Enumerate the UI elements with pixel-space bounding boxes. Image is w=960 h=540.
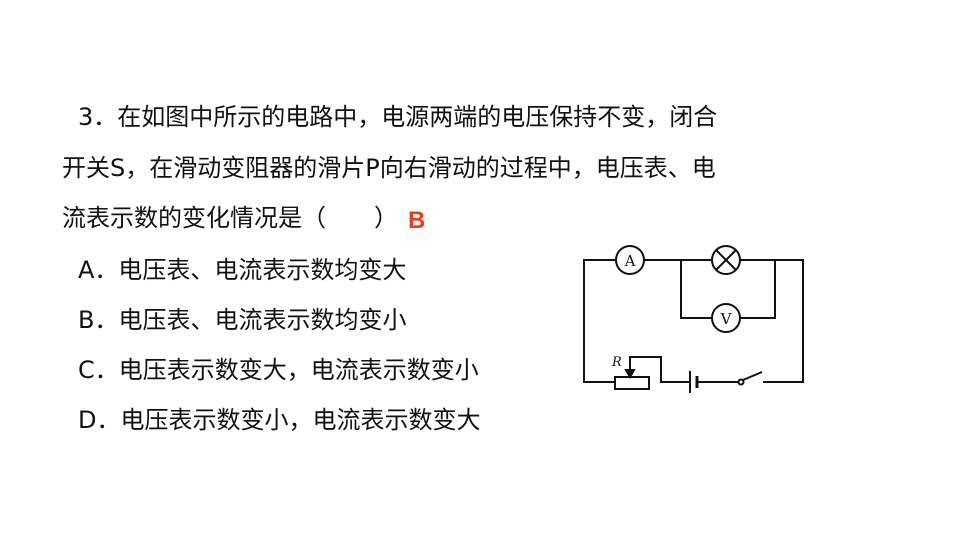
ammeter-icon — [615, 245, 645, 275]
option-d: D．电压表示数变小，电流表示数变大 — [78, 406, 481, 434]
voltmeter-label: V — [720, 310, 733, 328]
question-line-1: 3．在如图中所示的电路中，电源两端的电压保持不变，闭合 — [78, 103, 718, 131]
option-a: A．电压表、电流表示数均变大 — [78, 256, 407, 284]
option-c: C．电压表示数变大，电流表示数变小 — [78, 356, 479, 384]
voltmeter-icon — [711, 303, 741, 333]
question-line-3: 流表示数的变化情况是（ ） — [62, 204, 398, 232]
rheostat-icon — [614, 376, 650, 390]
lamp-icon — [711, 245, 741, 275]
answer-mark: B — [408, 207, 426, 234]
switch-icon — [737, 378, 745, 386]
option-b: B．电压表、电流表示数均变小 — [78, 306, 407, 334]
question-line-2: 开关S，在滑动变阻器的滑片P向右滑动的过程中，电压表、电 — [62, 154, 716, 182]
ammeter-label: A — [624, 252, 636, 270]
rheostat-label: R — [611, 355, 622, 370]
